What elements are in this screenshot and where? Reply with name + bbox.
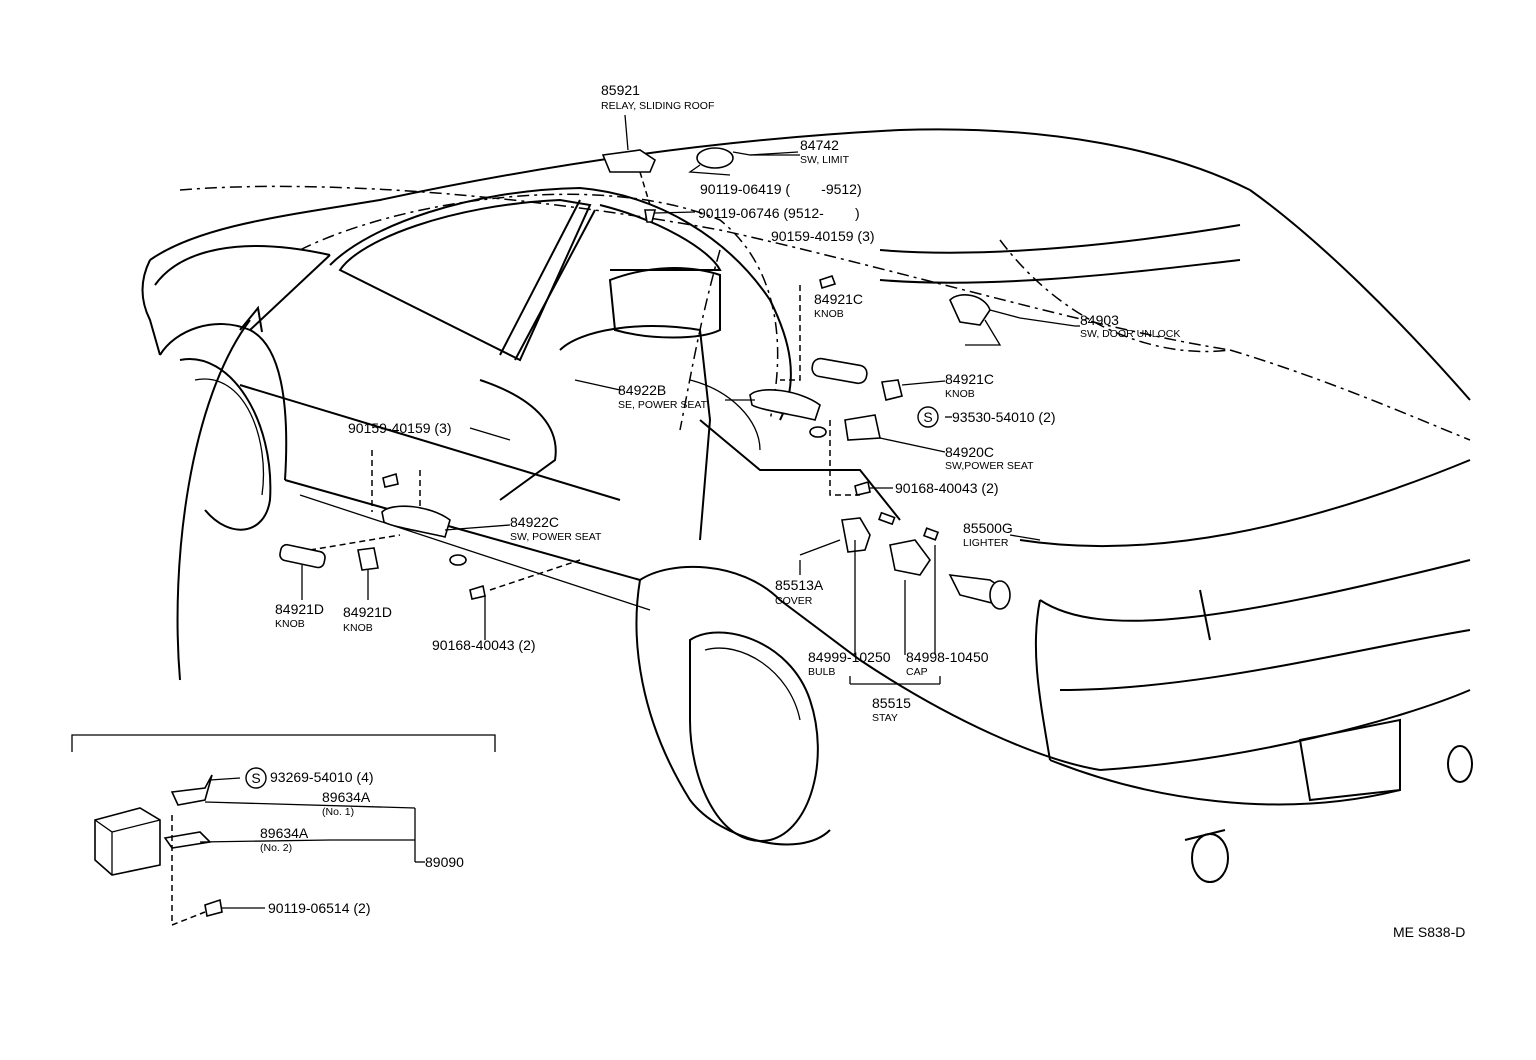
control-unit-box (94, 807, 161, 876)
leader-lines (301, 151, 1080, 640)
svg-text:(No. 1): (No. 1) (322, 806, 354, 818)
svg-text:85500G: 85500G (963, 520, 1013, 536)
knob-84921d-b (357, 547, 379, 571)
svg-text:LIGHTER: LIGHTER (963, 537, 1009, 549)
label-85513a: 85513A COVER (775, 577, 824, 607)
limit-switch (696, 147, 734, 169)
svg-text:84922C: 84922C (510, 514, 559, 530)
svg-text:84742: 84742 (800, 137, 839, 153)
car-body-outline (141, 128, 1473, 883)
svg-text:84922B: 84922B (618, 382, 666, 398)
label-90159-40159-a: 90159-40159 (3) (771, 228, 875, 244)
svg-text:90119-06514 (2): 90119-06514 (2) (268, 900, 370, 916)
svg-text:KNOB: KNOB (343, 622, 373, 634)
power-seat-switch-84920c (844, 414, 881, 441)
label-89090: 89090 (425, 854, 464, 870)
svg-text:SE, POWER SEAT: SE, POWER SEAT (618, 399, 708, 411)
label-93269-54010: 93269-54010 (4) (270, 769, 374, 785)
svg-text:84998-10450: 84998-10450 (906, 649, 989, 665)
bulb (878, 511, 896, 526)
s-marker-b: S (245, 767, 267, 789)
svg-text:84921D: 84921D (275, 601, 324, 617)
label-89634a-no1: 89634A(No. 1) (322, 789, 371, 818)
knob-84921c-b (881, 379, 903, 401)
svg-text:89634A: 89634A (260, 825, 309, 841)
svg-text:SW, DOOR UNLOCK: SW, DOOR UNLOCK (1080, 328, 1180, 340)
inset-screw (204, 898, 223, 917)
svg-text:90168-40043 (2): 90168-40043 (2) (895, 480, 999, 496)
figure-code: ME S838-D (1393, 924, 1465, 940)
door-unlock-switch (949, 294, 991, 326)
svg-text:KNOB: KNOB (275, 618, 305, 630)
svg-text:89634A: 89634A (322, 789, 371, 805)
label-90119-06746: 90119-06746 (9512- ) (698, 205, 860, 221)
svg-text:93269-54010 (4): 93269-54010 (4) (270, 769, 374, 785)
svg-text:85921: 85921 (601, 82, 640, 98)
svg-text:BULB: BULB (808, 666, 835, 678)
svg-text:89090: 89090 (425, 854, 464, 870)
label-89634a-no2: 89634A(No. 2) (260, 825, 309, 854)
svg-text:93530-54010 (2): 93530-54010 (2) (952, 409, 1056, 425)
part-shapes (279, 114, 1076, 685)
svg-text:90159-40159 (3): 90159-40159 (3) (771, 228, 875, 244)
svg-text:(No. 2): (No. 2) (260, 842, 292, 854)
svg-text:90119-06419 ( -9512): 90119-06419 ( -9512) (700, 181, 862, 197)
sliding-roof-relay (601, 149, 656, 173)
svg-text:CAP: CAP (906, 666, 928, 678)
label-90159-40159-b: 90159-40159 (3) (348, 420, 452, 436)
svg-text:84999-10250: 84999-10250 (808, 649, 891, 665)
label-90168-40043-a: 90168-40043 (2) (895, 480, 999, 496)
power-seat-switch-84922c (381, 505, 451, 538)
s-marker-a: S (917, 406, 939, 428)
svg-text:SW,POWER SEAT: SW,POWER SEAT (945, 460, 1034, 472)
label-93530-54010: 93530-54010 (2) (952, 409, 1056, 425)
svg-text:85513A: 85513A (775, 577, 824, 593)
svg-text:SW, POWER SEAT: SW, POWER SEAT (510, 531, 602, 543)
svg-text:90168-40043 (2): 90168-40043 (2) (432, 637, 536, 653)
svg-text:STAY: STAY (872, 712, 898, 724)
knob-84921c-a (811, 357, 868, 385)
inset-detail (71, 734, 496, 926)
svg-text:84920C: 84920C (945, 444, 994, 460)
label-90119-06419: 90119-06419 ( -9512) (700, 181, 862, 197)
svg-text:S: S (251, 770, 260, 786)
svg-text:84921D: 84921D (343, 604, 392, 620)
label-90168-40043-b: 90168-40043 (2) (432, 637, 536, 653)
svg-text:SW, LIMIT: SW, LIMIT (800, 154, 850, 166)
svg-text:85515: 85515 (872, 695, 911, 711)
svg-text:KNOB: KNOB (945, 388, 975, 400)
svg-text:S: S (923, 409, 932, 425)
stay-85515 (889, 539, 931, 576)
svg-text:RELAY, SLIDING ROOF: RELAY, SLIDING ROOF (601, 100, 714, 112)
cover-85513a (841, 517, 871, 553)
svg-text:84921C: 84921C (814, 291, 863, 307)
svg-text:90159-40159 (3): 90159-40159 (3) (348, 420, 452, 436)
label-84921d-b: 84921D KNOB (343, 604, 392, 634)
knob-84921d-a (279, 543, 326, 569)
svg-text:90119-06746 (9512- ): 90119-06746 (9512- ) (698, 205, 860, 221)
svg-text:84903: 84903 (1080, 312, 1119, 328)
power-seat-switch-84922b (749, 389, 821, 421)
svg-text:KNOB: KNOB (814, 308, 844, 320)
label-90119-06514: 90119-06514 (2) (268, 900, 370, 916)
svg-text:COVER: COVER (775, 595, 813, 607)
bracket-no1 (170, 774, 213, 806)
cap (922, 527, 940, 541)
svg-text:84921C: 84921C (945, 371, 994, 387)
